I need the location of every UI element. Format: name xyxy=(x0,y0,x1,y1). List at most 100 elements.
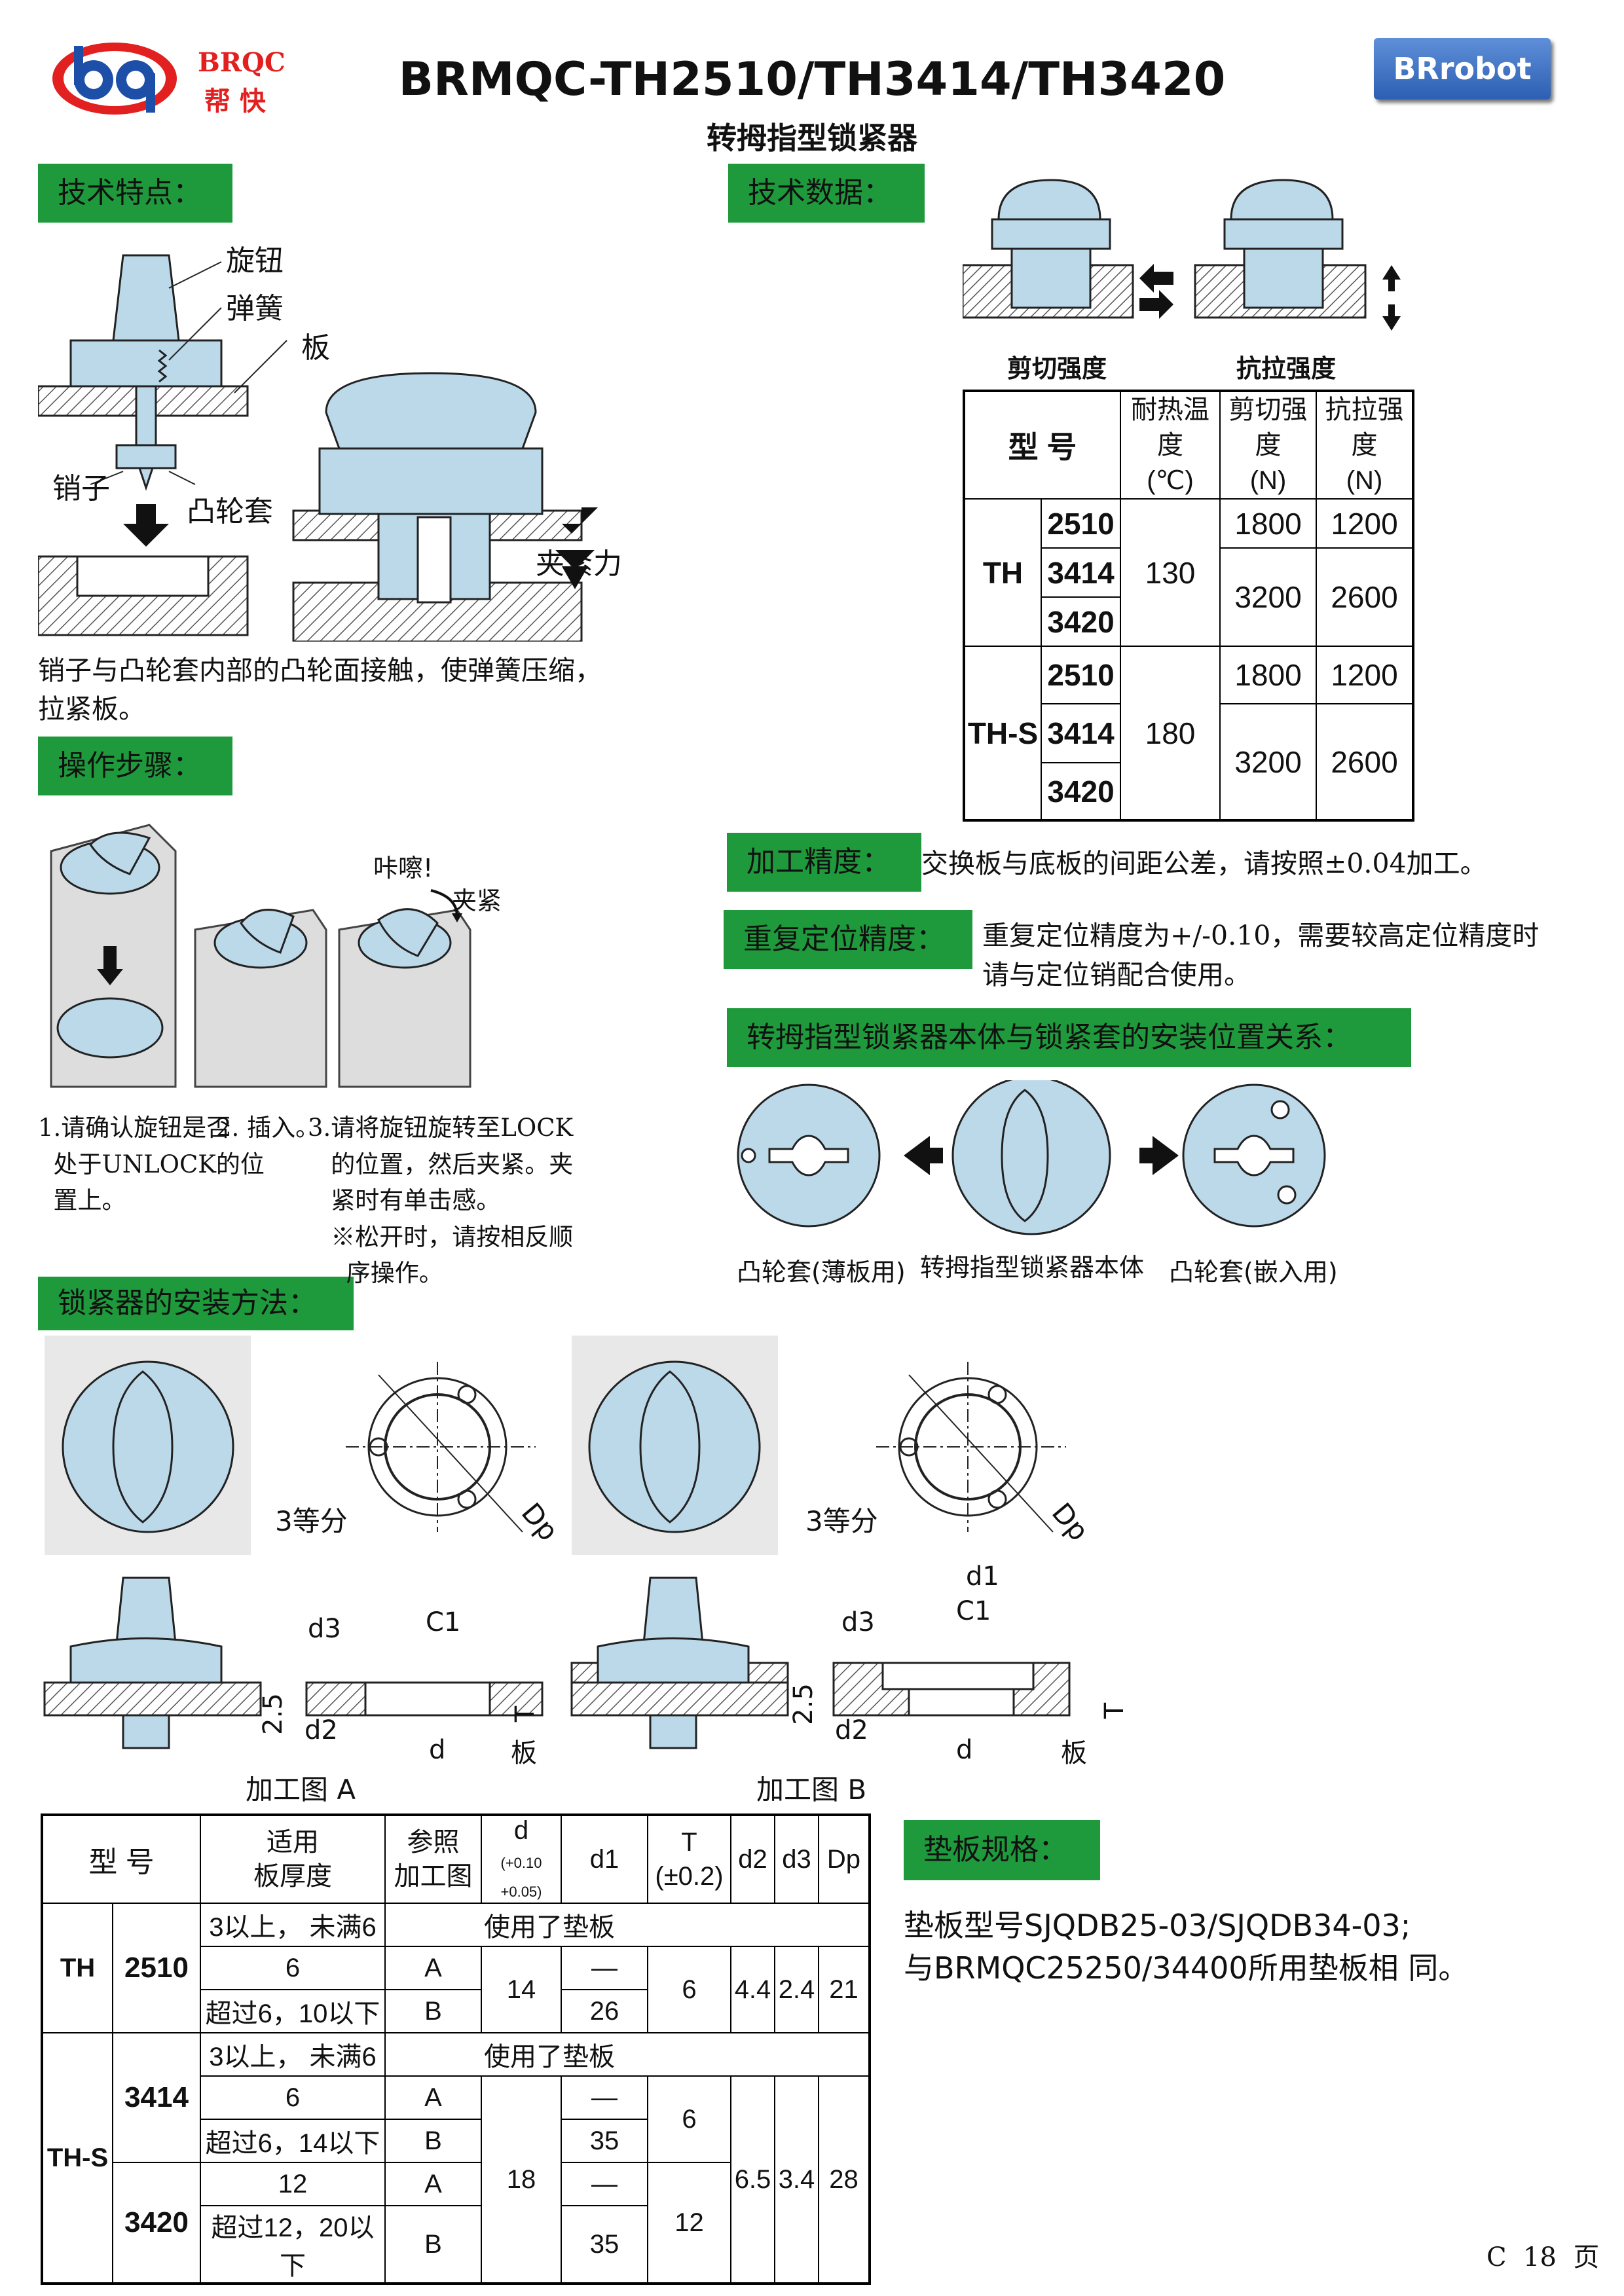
install-table: 型 号 适用 板厚度 参照 加工图 d(+0.10 +0.05) d1 T(±0… xyxy=(41,1813,871,2285)
cell-thickness: 12 xyxy=(200,2162,386,2206)
label-body: 转拇指型锁紧器本体 xyxy=(920,1253,1145,1282)
label-25-a: 2.5 xyxy=(257,1693,288,1735)
cell-model-2510: 2510 xyxy=(112,1903,201,2033)
brrobot-badge: BRrobot xyxy=(1374,38,1551,100)
strength-diagrams xyxy=(961,173,1421,383)
label-25-b: 2.5 xyxy=(788,1683,819,1725)
cell-d3: 2.4 xyxy=(774,1946,819,2033)
label-d-b: d xyxy=(956,1735,973,1765)
repeat-text-1: 重复定位精度为+/-0.10，需要较高定位精度时 xyxy=(982,920,1540,951)
page-number: C 18 页 xyxy=(1486,2242,1600,2272)
label-clamp-force: 夹紧力 xyxy=(536,547,622,581)
cell-ref: B xyxy=(384,2205,482,2284)
label-knob: 旋钮 xyxy=(226,244,284,278)
cell-tensile: 1200 xyxy=(1316,498,1414,549)
install-drawings xyxy=(38,1336,1125,1794)
label-cam-thin: 凸轮套(薄板用) xyxy=(737,1258,906,1286)
th-model: 型 号 xyxy=(963,390,1121,500)
cell-ref: A xyxy=(384,2075,482,2120)
brand-name-en: BRQC xyxy=(198,47,286,78)
label-drawing-a: 加工图 A xyxy=(246,1774,356,1806)
label-c1-a: C1 xyxy=(426,1607,461,1637)
th-d1: d1 xyxy=(561,1814,648,1904)
label-pin: 销子 xyxy=(52,472,110,505)
th-d3: d3 xyxy=(774,1814,819,1904)
th-plate-thickness: 适用 板厚度 xyxy=(200,1814,386,1904)
label-click: 咔嚓! xyxy=(373,854,434,883)
cell-tensile: 2600 xyxy=(1316,703,1414,821)
th-dp: Dp xyxy=(818,1814,870,1904)
cell-use-shim: 使用了垫板 xyxy=(384,1903,870,1947)
label-d1: d1 xyxy=(966,1561,999,1592)
cell-dp: 28 xyxy=(818,2075,870,2284)
cell-d3: 3.4 xyxy=(774,2075,819,2284)
cell-use-shim: 使用了垫板 xyxy=(384,2032,870,2077)
cell-shear: 1800 xyxy=(1219,646,1317,704)
cell-dp: 21 xyxy=(818,1946,870,2033)
cell-temp: 130 xyxy=(1120,498,1221,647)
features-diagram xyxy=(37,236,627,643)
cell-thickness: 3以上， 未满6 xyxy=(200,1903,386,1947)
page-title: BRMQC-TH2510/TH3414/TH3420 xyxy=(398,52,1226,106)
cell-shear: 1800 xyxy=(1219,498,1317,549)
section-install: 锁紧器的安装方法： xyxy=(38,1277,354,1330)
shim-text-1: 垫板型号SJQDB25-03/SJQDB34-03; xyxy=(904,1908,1411,1943)
th-shear: 剪切强度(N) xyxy=(1219,390,1317,500)
th-reference: 参照 加工图 xyxy=(384,1814,482,1904)
step-3: 3.请将旋钮旋转至LOCK 的位置，然后夹紧。夹 紧时有单击感。 ※松开时，请按… xyxy=(308,1114,574,1287)
label-shear: 剪切强度 xyxy=(1007,354,1107,383)
label-d3-a: d3 xyxy=(308,1614,341,1644)
th-model: 型 号 xyxy=(41,1814,201,1904)
cell-thickness: 超过6，10以下 xyxy=(200,1989,386,2033)
cell-ref: A xyxy=(384,1946,482,1990)
cell-d2: 4.4 xyxy=(730,1946,775,2033)
cell-d1: 26 xyxy=(561,1989,648,2033)
cell-type-th: TH xyxy=(41,1903,113,2033)
cell-d: 14 xyxy=(481,1946,562,2033)
label-cam-embed: 凸轮套(嵌入用) xyxy=(1169,1258,1338,1286)
cell-model: 2510 xyxy=(1041,646,1121,704)
cell-d1: — xyxy=(561,2075,648,2120)
th-tensile: 抗拉强度(N) xyxy=(1316,390,1414,500)
section-data: 技术数据： xyxy=(728,164,925,223)
tech-data-table: 型 号 耐热温度(℃) 剪切强度(N) 抗拉强度(N) TH 2510 130 … xyxy=(963,390,1414,822)
th-d2: d2 xyxy=(730,1814,775,1904)
cell-d1: — xyxy=(561,2162,648,2206)
cell-d1: 35 xyxy=(561,2119,648,2163)
label-t-a: T xyxy=(510,1705,541,1722)
cell-model: 3420 xyxy=(1041,762,1121,821)
label-d2-b: d2 xyxy=(835,1715,868,1745)
cell-model: 2510 xyxy=(1041,498,1121,549)
cell-tensile: 2600 xyxy=(1316,547,1414,647)
cell-thickness: 超过12，20以下 xyxy=(200,2205,386,2284)
th-temp: 耐热温度(℃) xyxy=(1120,390,1221,500)
section-precision: 加工精度： xyxy=(727,833,921,892)
shim-text-2: 与BRMQC25250/34400所用垫板相 同。 xyxy=(904,1950,1469,1986)
cell-ref: A xyxy=(384,2162,482,2206)
section-features: 技术特点： xyxy=(38,164,232,223)
label-d-a: d xyxy=(429,1735,446,1765)
cell-thickness: 3以上， 未满6 xyxy=(200,2032,386,2077)
label-plate-a: 板 xyxy=(511,1738,537,1768)
repeat-text-2: 请与定位销配合使用。 xyxy=(982,959,1251,991)
cell-shear: 3200 xyxy=(1219,703,1317,821)
label-c1-b: C1 xyxy=(956,1596,991,1626)
relation-diagram xyxy=(727,1076,1336,1244)
label-plate-b: 板 xyxy=(1061,1738,1087,1768)
precision-text: 交换板与底板的间距公差，请按照±0.04加工。 xyxy=(921,848,1487,879)
cell-t: 6 xyxy=(647,1946,731,2033)
section-steps: 操作步骤： xyxy=(38,737,232,795)
section-shim: 垫板规格： xyxy=(904,1820,1100,1880)
section-relation: 转拇指型锁紧器本体与锁紧套的安装位置关系： xyxy=(727,1008,1411,1067)
label-plate: 板 xyxy=(301,331,330,365)
cell-type-th: TH xyxy=(963,498,1042,647)
section-repeat: 重复定位精度： xyxy=(724,910,972,969)
cell-d2: 6.5 xyxy=(730,2075,775,2284)
th-d: d(+0.10 +0.05) xyxy=(481,1814,562,1904)
brand-logo xyxy=(49,39,180,118)
brand-name-cn: 帮 快 xyxy=(204,86,266,117)
cell-tensile: 1200 xyxy=(1316,646,1414,704)
cell-d: 18 xyxy=(481,2075,562,2284)
page-subtitle: 转拇指型锁紧器 xyxy=(707,120,917,156)
features-description: 销子与凸轮套内部的凸轮面接触，使弹簧压缩，拉紧板。 xyxy=(38,655,602,725)
